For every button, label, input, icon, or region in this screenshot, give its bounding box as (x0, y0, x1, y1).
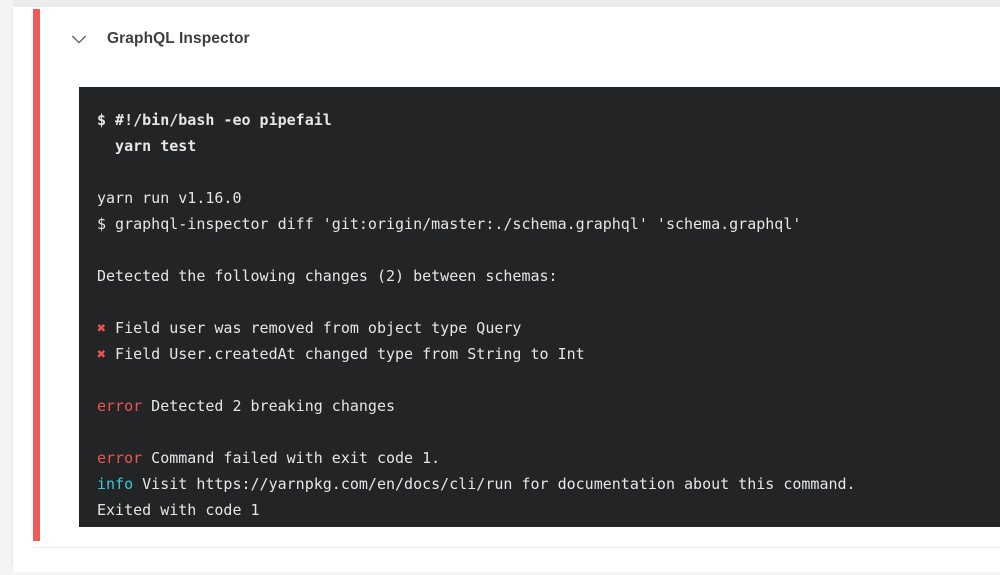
terminal-line: $ graphql-inspector diff 'git:origin/mas… (97, 211, 1000, 237)
terminal-line: Exited with code 1 (97, 497, 1000, 523)
terminal-token-plain: $ graphql-inspector diff 'git:origin/mas… (97, 215, 802, 233)
job-header[interactable]: GraphQL Inspector (40, 9, 1000, 69)
card-footer (13, 548, 1000, 572)
terminal-blank-line (97, 237, 1000, 263)
terminal-token-err: error (97, 449, 143, 467)
terminal-token-info: info (97, 475, 134, 493)
terminal-blank-line (97, 289, 1000, 315)
terminal-line: $ #!/bin/bash -eo pipefail (97, 107, 1000, 133)
terminal-line: ✖ Field user was removed from object typ… (97, 315, 1000, 341)
card-divider (33, 547, 1000, 548)
terminal-line: Detected the following changes (2) betwe… (97, 263, 1000, 289)
terminal-log-body: $ #!/bin/bash -eo pipefail yarn test yarn… (97, 107, 1000, 523)
terminal-line: info Visit https://yarnpkg.com/en/docs/c… (97, 471, 1000, 497)
job-card: GraphQL Inspector $ #!/bin/bash -eo pipe… (13, 7, 1000, 572)
top-strip (13, 0, 1000, 7)
terminal-blank-line (97, 419, 1000, 445)
terminal-token-err: error (97, 397, 143, 415)
terminal-token-x: ✖ (97, 345, 107, 363)
terminal-token-plain: yarn run v1.16.0 (97, 189, 242, 207)
terminal-blank-line (97, 159, 1000, 185)
terminal-line: error Detected 2 breaking changes (97, 393, 1000, 419)
terminal-token-x: ✖ (97, 319, 107, 337)
job-status-bar (33, 9, 40, 541)
terminal-line: error Command failed with exit code 1. (97, 445, 1000, 471)
terminal-line: yarn run v1.16.0 (97, 185, 1000, 211)
terminal-token-plain: Detected 2 breaking changes (142, 397, 396, 415)
terminal-token-plain: Detected the following changes (2) betwe… (97, 267, 558, 285)
terminal-token-plain: Exited with code 1 (97, 501, 260, 519)
job-title: GraphQL Inspector (107, 30, 250, 47)
terminal-token-plain: Field user was removed from object type … (106, 319, 522, 337)
terminal-log[interactable]: $ #!/bin/bash -eo pipefail yarn test yarn… (79, 87, 1000, 527)
terminal-token-plain: yarn test (97, 137, 197, 155)
terminal-blank-line (97, 367, 1000, 393)
terminal-token-plain: Field User.createdAt changed type from S… (106, 345, 585, 363)
chevron-down-icon[interactable] (68, 28, 90, 50)
terminal-token-plain: Visit https://yarnpkg.com/en/docs/cli/ru… (133, 475, 856, 493)
terminal-token-plain: Command failed with exit code 1. (142, 449, 441, 467)
terminal-token-plain: $ #!/bin/bash -eo pipefail (97, 111, 332, 129)
terminal-line: yarn test (97, 133, 1000, 159)
terminal-line: ✖ Field User.createdAt changed type from… (97, 341, 1000, 367)
